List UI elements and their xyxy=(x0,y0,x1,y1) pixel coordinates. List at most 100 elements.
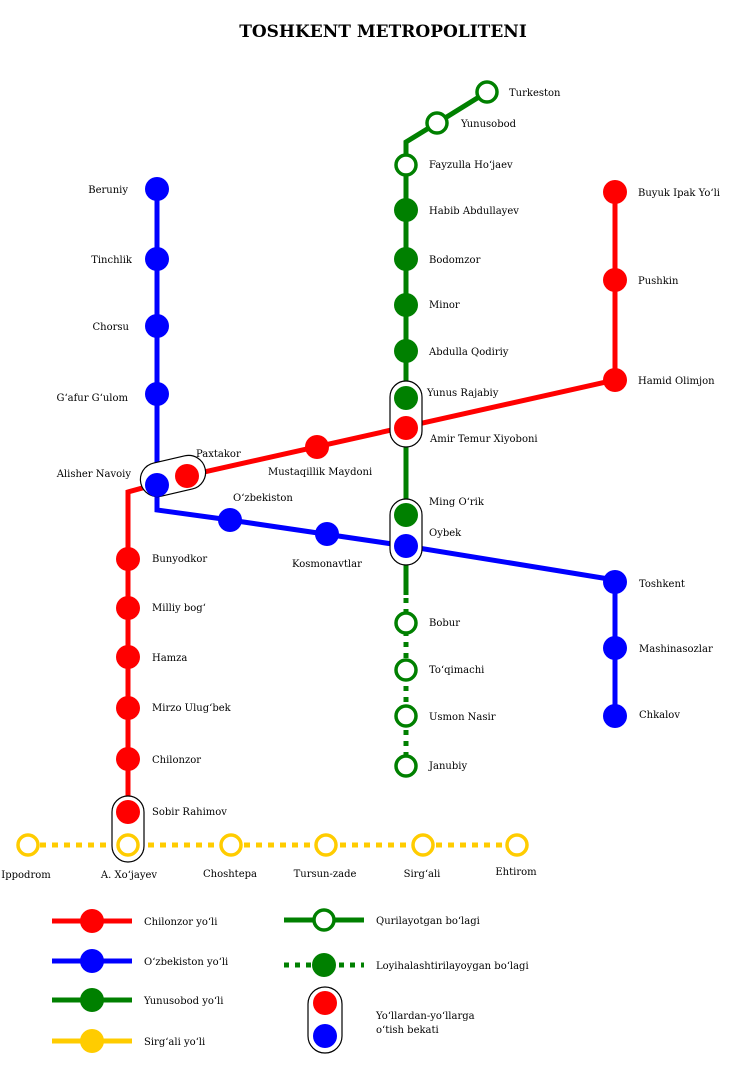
station-milliy-bog[interactable] xyxy=(116,596,140,620)
legend-chilonzor-dot xyxy=(80,909,104,933)
station-mashinasozlar[interactable] xyxy=(603,636,627,660)
station-abdulla-qodiriy[interactable] xyxy=(394,339,418,363)
station-label-choshtepa: Choshtepa xyxy=(203,869,257,880)
station-label-pushkin: Pushkin xyxy=(638,276,679,287)
station-yunusobod[interactable] xyxy=(425,111,449,135)
station-minor[interactable] xyxy=(394,293,418,317)
legend-yunusobod-label: Yunusobod yo‘li xyxy=(143,996,223,1007)
station-ozbekiston[interactable] xyxy=(218,508,242,532)
station-label-yunus-rajabiy: Yunus Rajabiy xyxy=(426,388,499,399)
station-choshtepa[interactable] xyxy=(219,833,243,857)
station-paxtakor[interactable] xyxy=(175,464,199,488)
station-mirzo-ulugbek[interactable] xyxy=(116,696,140,720)
station-beruniy[interactable] xyxy=(145,177,169,201)
station-label-a-xojayev: A. Xo‘jayev xyxy=(100,870,158,881)
station-pushkin[interactable] xyxy=(603,268,627,292)
station-fayzulla-hojaev[interactable] xyxy=(394,153,418,177)
station-hamza[interactable] xyxy=(116,645,140,669)
legend-uzbekiston-label: O‘zbekiston yo‘li xyxy=(144,957,228,968)
uzbekiston-stations: Beruniy Tinchlik Chorsu G‘afur G‘ulom Al… xyxy=(56,177,713,728)
station-label-fayzulla-hojaev: Fayzulla Ho‘jaev xyxy=(429,160,513,171)
station-label-janubiy: Janubiy xyxy=(428,761,467,772)
legend-uzbekiston-dot xyxy=(80,949,104,973)
legend-under-construction-dot xyxy=(312,908,336,932)
station-alisher-navoiy[interactable] xyxy=(145,473,169,497)
station-oybek[interactable] xyxy=(394,534,418,558)
station-label-amir-temur-xiyoboni: Amir Temur Xiyoboni xyxy=(429,434,538,445)
station-label-alisher-navoiy: Alisher Navoiy xyxy=(56,469,132,480)
station-label-turkeston: Turkeston xyxy=(509,88,561,99)
station-label-buyuk-ipak-yoli: Buyuk Ipak Yo‘li xyxy=(638,188,720,199)
station-label-gafur-gulom: G‘afur G‘ulom xyxy=(56,393,128,404)
station-label-abdulla-qodiriy: Abdulla Qodiriy xyxy=(428,347,509,358)
station-label-beruniy: Beruniy xyxy=(88,185,128,196)
station-buyuk-ipak-yoli[interactable] xyxy=(603,180,627,204)
sirgali-stations: Ippodrom A. Xo‘jayev Choshtepa Tursun-za… xyxy=(1,833,537,881)
station-ippodrom[interactable] xyxy=(16,833,40,857)
legend-transfer-red-dot xyxy=(313,991,337,1015)
station-yunus-rajabiy[interactable] xyxy=(394,386,418,410)
station-label-habib-abdullayev: Habib Abdullayev xyxy=(429,206,519,217)
station-bodomzor[interactable] xyxy=(394,247,418,271)
station-label-mirzo-ulugbek: Mirzo Ulug‘bek xyxy=(152,703,232,714)
station-habib-abdullayev[interactable] xyxy=(394,198,418,222)
station-chilonzor[interactable] xyxy=(116,747,140,771)
station-toshkent[interactable] xyxy=(603,570,627,594)
legend-under-construction-label: Qurilayotgan bo‘lagi xyxy=(376,916,480,927)
station-chkalov[interactable] xyxy=(603,704,627,728)
station-label-minor: Minor xyxy=(429,300,460,311)
map-title: TOSHKENT METROPOLITENI xyxy=(239,22,527,42)
station-turkeston[interactable] xyxy=(475,80,499,104)
station-usmon-nasir[interactable] xyxy=(394,704,418,728)
legend-planned-dot xyxy=(312,953,336,977)
station-hamid-olimjon[interactable] xyxy=(603,368,627,392)
station-label-oybek: Oybek xyxy=(429,528,462,539)
station-label-chkalov: Chkalov xyxy=(639,710,680,721)
station-janubiy[interactable] xyxy=(394,754,418,778)
legend-transfer-blue-dot xyxy=(313,1024,337,1048)
legend: Chilonzor yo‘li O‘zbekiston yo‘li Yunuso… xyxy=(52,908,529,1054)
station-mustaqillik-maydoni[interactable] xyxy=(305,435,329,459)
station-chorsu[interactable] xyxy=(145,314,169,338)
station-ehtirom[interactable] xyxy=(505,833,529,857)
station-sirgali[interactable] xyxy=(411,833,435,857)
station-label-ming-orik: Ming O‘rik xyxy=(429,497,485,508)
station-label-hamid-olimjon: Hamid Olimjon xyxy=(638,376,715,387)
station-label-sirgali: Sirg‘ali xyxy=(404,869,441,880)
station-label-mashinasozlar: Mashinasozlar xyxy=(639,644,713,655)
station-a-xojayev[interactable] xyxy=(116,833,140,857)
station-label-ozbekiston: O‘zbekiston xyxy=(233,493,293,504)
station-label-paxtakor: Paxtakor xyxy=(196,449,241,460)
station-tursun-zade[interactable] xyxy=(314,833,338,857)
station-label-ippodrom: Ippodrom xyxy=(1,870,51,881)
station-label-chilonzor: Chilonzor xyxy=(152,755,201,766)
station-kosmonavtlar[interactable] xyxy=(315,522,339,546)
station-gafur-gulom[interactable] xyxy=(145,382,169,406)
station-label-ehtirom: Ehtirom xyxy=(495,867,537,878)
station-label-usmon-nasir: Usmon Nasir xyxy=(429,712,496,723)
station-label-tursun-zade: Tursun-zade xyxy=(294,869,357,880)
station-bobur[interactable] xyxy=(394,611,418,635)
legend-sirgali-dot xyxy=(80,1029,104,1053)
legend-sirgali-label: Sirg‘ali yo‘li xyxy=(144,1037,205,1048)
yunusobod-stations: Turkeston Yunusobod Fayzulla Ho‘jaev Hab… xyxy=(394,80,561,778)
station-label-mustaqillik-maydoni: Mustaqillik Maydoni xyxy=(268,467,372,478)
station-tinchlik[interactable] xyxy=(145,247,169,271)
station-label-sobir-rahimov: Sobir Rahimov xyxy=(152,807,227,818)
station-label-toqimachi: To‘qimachi xyxy=(429,665,484,676)
legend-transfer-label-2: o‘tish bekati xyxy=(376,1025,439,1036)
station-label-hamza: Hamza xyxy=(152,653,187,664)
legend-chilonzor-label: Chilonzor yo‘li xyxy=(144,917,217,928)
station-sobir-rahimov[interactable] xyxy=(116,800,140,824)
station-label-kosmonavtlar: Kosmonavtlar xyxy=(292,559,362,570)
legend-planned-label: Loyihalashtirilayoygan bo‘lagi xyxy=(376,961,529,972)
legend-transfer-label-1: Yo‘llardan-yo‘llarga xyxy=(375,1011,475,1022)
legend-yunusobod-dot xyxy=(80,988,104,1012)
station-toqimachi[interactable] xyxy=(394,658,418,682)
station-bunyodkor[interactable] xyxy=(116,547,140,571)
station-amir-temur-xiyoboni[interactable] xyxy=(394,416,418,440)
station-label-yunusobod: Yunusobod xyxy=(460,119,517,130)
station-ming-orik[interactable] xyxy=(394,503,418,527)
station-label-toshkent: Toshkent xyxy=(639,579,685,590)
